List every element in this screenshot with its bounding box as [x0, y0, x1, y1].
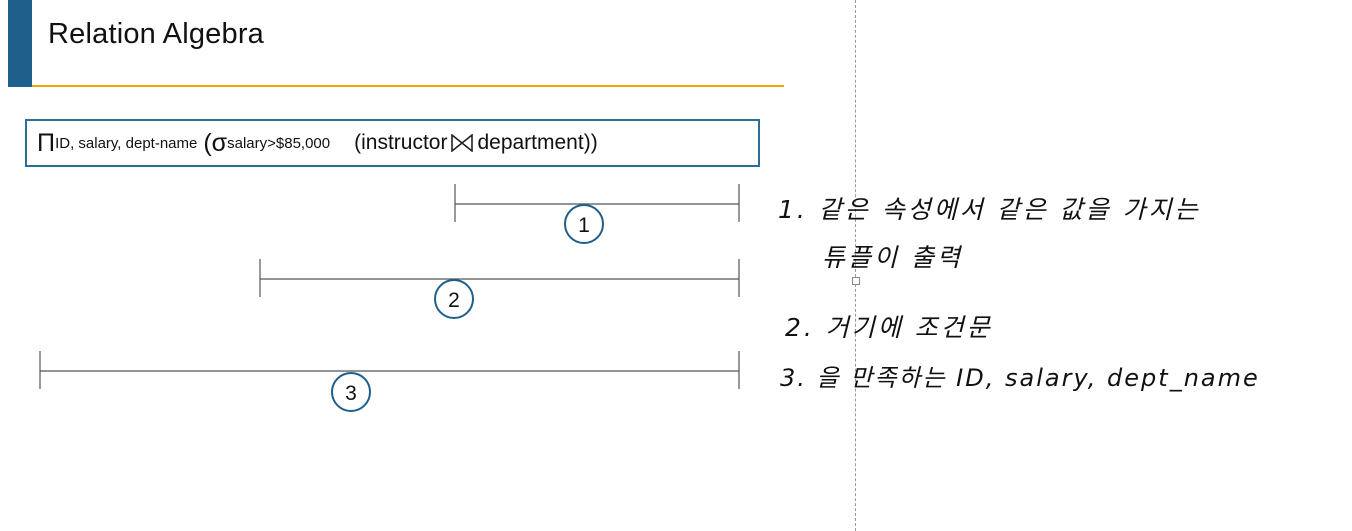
selection-symbol: σ — [211, 128, 228, 157]
projection-symbol: Π — [37, 128, 56, 157]
page-divider — [855, 0, 856, 531]
slide-title: Relation Algebra — [48, 18, 265, 50]
bracket-3-circle — [331, 372, 371, 412]
selection-condition: salary>$85,000 — [227, 134, 331, 152]
join-right-operand: department)) — [477, 131, 598, 154]
bracket-2-label: 2 — [448, 289, 460, 312]
open-paren: ( — [203, 128, 212, 157]
bracket-3: 3 — [39, 351, 740, 412]
bracket-2-circle — [434, 279, 474, 319]
bracket-1: 1 — [454, 184, 740, 244]
natural-join-icon — [451, 134, 474, 152]
handwritten-note-1: 1. 같은 속성에서 같은 값을 가지는 — [778, 195, 1201, 224]
bracket-2: 2 — [259, 259, 740, 319]
handwritten-note-3: 3. 을 만족하는 ID, salary, dept_name — [780, 364, 1260, 392]
join-left-operand: (instructor — [354, 131, 448, 154]
handwritten-note-2: 2. 거기에 조건문 — [785, 313, 993, 342]
bracket-3-label: 3 — [345, 382, 357, 405]
bracket-1-circle — [564, 204, 604, 244]
title-underline — [32, 85, 784, 87]
handwritten-note-1-continued: 튜플이 출력 — [822, 243, 963, 272]
bracket-1-label: 1 — [578, 214, 590, 237]
relational-algebra-formula: Π ID, salary, dept-name ( σ salary>$85,0… — [25, 119, 760, 167]
resize-handle[interactable] — [852, 277, 860, 285]
projection-attributes: ID, salary, dept-name — [55, 134, 198, 152]
title-accent-bar — [8, 0, 32, 87]
